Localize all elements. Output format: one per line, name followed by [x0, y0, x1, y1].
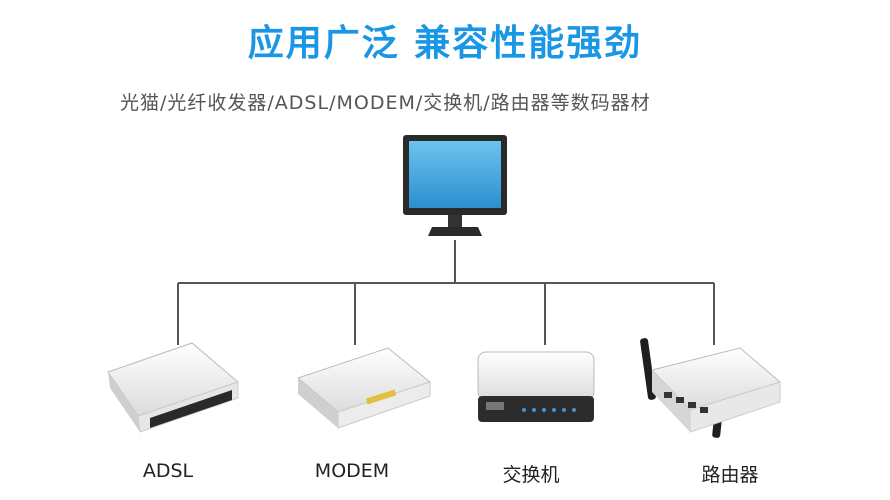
device-label-switch: 交换机: [502, 464, 560, 486]
device-label-modem: MODEM: [314, 460, 390, 482]
device-label-adsl: ADSL: [142, 460, 194, 482]
switch-device-icon: [477, 351, 595, 422]
adsl-device-icon: [107, 342, 239, 433]
device-label-router: 路由器: [701, 464, 759, 486]
page-subtitle: 光猫/光纤收发器/ADSL/MODEM/交换机/路由器等数码器材: [120, 92, 651, 114]
router-device-icon: [640, 338, 782, 438]
modem-device-icon: [297, 347, 432, 429]
computer-monitor-icon: [403, 135, 507, 236]
page-title: 应用广泛 兼容性能强劲: [247, 23, 643, 64]
connection-lines: [177, 240, 715, 345]
